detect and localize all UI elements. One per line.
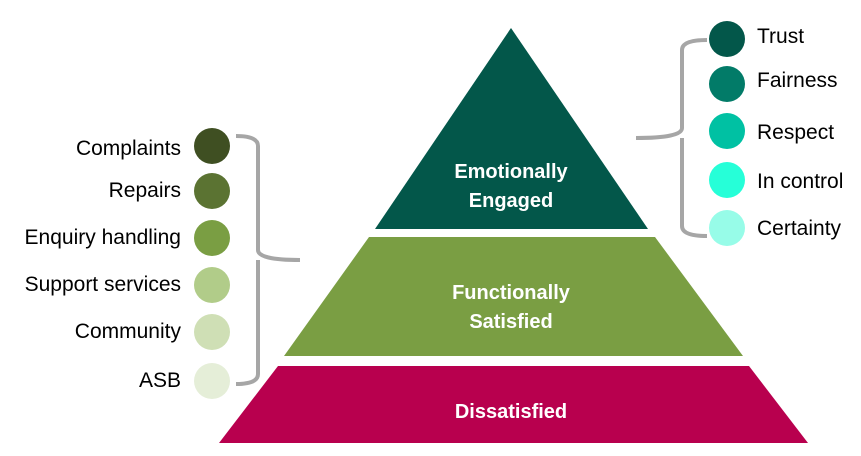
left-item-dot — [194, 173, 230, 209]
tier-dissatisfied-label: Dissatisfied — [455, 401, 567, 423]
left-item-label: Complaints — [75, 137, 181, 160]
tier-dissatisfied — [219, 366, 808, 443]
tier-functionally-satisfied — [284, 237, 743, 356]
left-item-label: ASB — [138, 369, 181, 392]
right-bracket — [635, 38, 708, 238]
left-item-dot — [194, 267, 230, 303]
left-item-dot — [194, 128, 230, 164]
left-item-dot — [194, 314, 230, 350]
left-item-label: Repairs — [108, 179, 181, 202]
right-item-label: Trust — [757, 25, 805, 48]
tier-emotionally-engaged-line1: Emotionally — [454, 161, 568, 183]
left-item-label: Enquiry handling — [24, 226, 181, 249]
right-item-dot — [709, 210, 745, 246]
right-item-dot — [709, 66, 745, 102]
left-item-label: Community — [74, 320, 181, 343]
right-item-label: Certainty — [757, 217, 842, 240]
right-item-dot — [709, 21, 745, 57]
right-item-label: Fairness — [757, 69, 838, 92]
left-item-dot — [194, 363, 230, 399]
left-item-label: Support services — [24, 273, 181, 296]
tier-functionally-satisfied-line1: Functionally — [452, 282, 571, 304]
left-item-dot — [194, 220, 230, 256]
right-item-label: In control — [757, 170, 844, 193]
right-item-dot — [709, 113, 745, 149]
tier-functionally-satisfied-line2: Satisfied — [469, 311, 552, 333]
left-bracket — [235, 134, 301, 386]
tier-emotionally-engaged — [375, 28, 648, 229]
tier-emotionally-engaged-line2: Engaged — [469, 190, 553, 212]
right-item-label: Respect — [757, 121, 835, 144]
right-item-dot — [709, 162, 745, 198]
